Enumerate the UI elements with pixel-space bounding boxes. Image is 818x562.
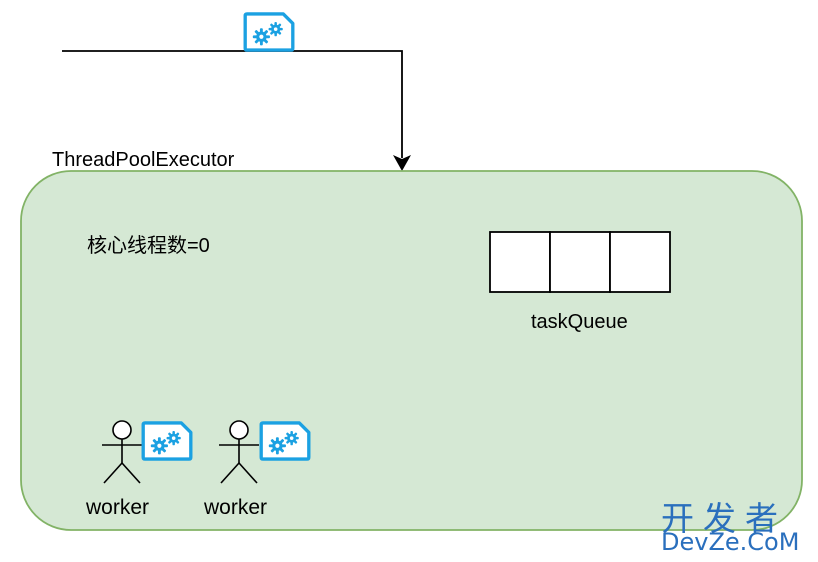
watermark-logo-cn: 开发者: [661, 499, 787, 538]
core-threads-label: 核心线程数=0: [87, 235, 210, 257]
watermark-logo-en: DevZe.CoM: [661, 528, 800, 556]
queue-slot: [489, 231, 551, 293]
worker-2-label: worker: [204, 496, 268, 519]
incoming-task-icon: [243, 12, 295, 52]
task-queue-label: taskQueue: [531, 311, 628, 333]
incoming-arrowhead: [393, 155, 411, 171]
thread-pool-title: ThreadPoolExecutor: [52, 149, 235, 171]
task-queue: [489, 231, 671, 293]
worker-2-figure: [219, 420, 259, 484]
worker-1-figure: [102, 420, 142, 484]
worker-1-task-icon: [141, 421, 193, 461]
queue-slot: [549, 231, 611, 293]
worker-1-label: worker: [86, 496, 150, 519]
incoming-task-line: [62, 50, 403, 158]
thread-pool-container: [20, 170, 803, 531]
worker-2-task-icon: [259, 421, 311, 461]
queue-slot: [609, 231, 671, 293]
